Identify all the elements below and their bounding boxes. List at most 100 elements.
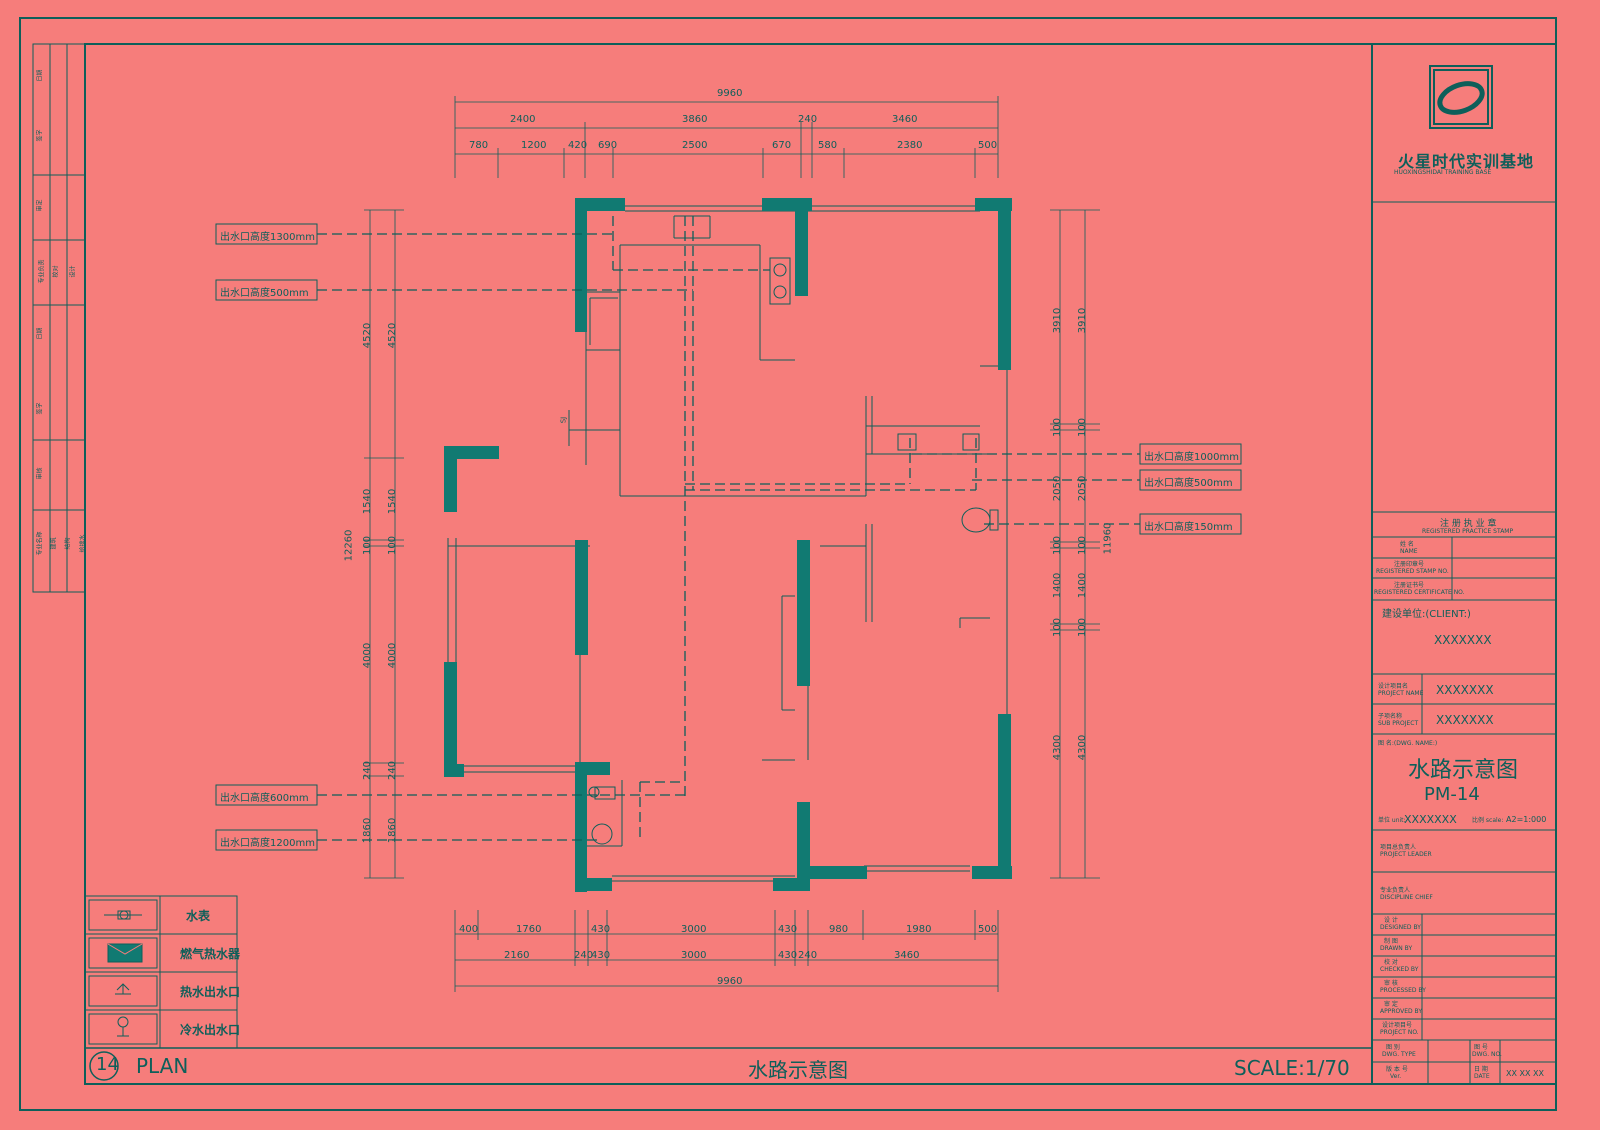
dim-top: 2380 [897, 140, 923, 151]
dim-left-total: 12260 [343, 529, 355, 562]
tb-row-en: PROJECT NO. [1380, 1029, 1419, 1036]
dim-bottom: 400 [459, 924, 479, 935]
strip-text: 设计 [69, 265, 77, 278]
strip-text: 审定 [36, 199, 44, 212]
unit-value: XXXXXXX [1404, 813, 1457, 826]
cold-water-outlet-icon [117, 1016, 129, 1037]
dim-bottom: 430 [778, 950, 798, 961]
dim-left: 4520 [362, 322, 374, 349]
outlet-label: 出水口高度600mm [220, 793, 309, 804]
hot-water-outlet-icon [115, 983, 131, 995]
type-label: 图 别 [1386, 1044, 1400, 1051]
unit-label: 单位 unit: [1378, 817, 1406, 824]
tb-row: 项目总负责人 [1380, 844, 1417, 851]
outlet-label: 出水口高度500mm [220, 288, 309, 299]
dim-left: 1860 [387, 817, 399, 844]
dim-bottom: 1760 [516, 924, 542, 935]
dim-top: 2500 [682, 140, 708, 151]
tb-row: 审 核 [1384, 980, 1398, 987]
strip-text: 签字 [36, 129, 44, 142]
dim-top: 1200 [521, 140, 547, 151]
dim-top: 3860 [682, 114, 708, 125]
dim-left: 240 [362, 760, 374, 781]
outlet-label: 出水口高度150mm [1144, 522, 1233, 533]
dim-top: 670 [772, 140, 792, 151]
dim-bottom-total: 9960 [717, 976, 743, 987]
sheet-number: 14 [96, 1054, 119, 1075]
tb-row: 审 定 [1384, 1001, 1398, 1008]
tb-row-en: APPROVED BY [1380, 1008, 1423, 1015]
strip-text: 专业负责 [38, 259, 46, 284]
project-value: XXXXXXX [1436, 683, 1494, 697]
stamp-title: 注 册 执 业 章 [1440, 519, 1497, 529]
outer-frame [19, 17, 1557, 1111]
dim-right: 100 [1052, 617, 1064, 638]
company-subtitle: HUOXINGSHIDAI TRAINING BASE [1394, 169, 1492, 176]
tb-row: 校 对 [1384, 959, 1398, 966]
dim-bottom: 1980 [906, 924, 932, 935]
strip-text: 签字 [36, 402, 44, 415]
dim-right: 100 [1052, 535, 1064, 556]
tb-row-en: DESIGNED BY [1380, 924, 1421, 931]
plan-label: PLAN [136, 1054, 189, 1078]
dim-bottom: 430 [591, 950, 611, 961]
date-label: 日 期 [1474, 1066, 1488, 1073]
water-meter-icon [104, 910, 142, 920]
drawing-title: 水路示意图 [748, 1058, 848, 1082]
dim-left: 1540 [362, 488, 374, 515]
strip-text: 校对 [52, 265, 60, 278]
dim-left: 4000 [362, 642, 374, 669]
dim-top: 3460 [892, 114, 918, 125]
tb-row-en: CHECKED BY [1380, 966, 1419, 973]
cert-label-en: REGISTERED CERTIFICATE NO. [1374, 589, 1465, 596]
legend-label: 水表 [186, 909, 211, 923]
tb-row: 专业负责人 [1380, 887, 1411, 894]
dwg-code: PM-14 [1424, 784, 1480, 805]
dim-top: 240 [798, 114, 818, 125]
dim-top: 2400 [510, 114, 536, 125]
legend-label: 燃气热水器 [180, 947, 241, 961]
dim-left: 1540 [387, 488, 399, 515]
walls [444, 198, 1012, 892]
outlet-label: 出水口高度1200mm [220, 838, 315, 849]
dim-right: 100 [1077, 417, 1089, 438]
tb-row: 设 计 [1384, 917, 1398, 924]
dim-left: 4520 [387, 322, 399, 349]
dim-right: 3910 [1052, 307, 1064, 334]
date-value: XX XX XX [1506, 1069, 1544, 1078]
ver-label-en: Ver. [1390, 1073, 1402, 1080]
cert-label: 注册证书号 [1394, 582, 1425, 589]
floor-plan [447, 205, 1008, 882]
tb-row-en: DRAWN BY [1380, 945, 1413, 952]
scale-label: SCALE:1/70 [1234, 1056, 1350, 1080]
sub-label-en: SUB PROJECT [1378, 720, 1419, 727]
dim-right: 2050 [1052, 475, 1064, 502]
num-label-en: DWG. NO. [1472, 1051, 1502, 1058]
dim-left: 240 [387, 760, 399, 781]
client-label: 建设单位:(CLIENT:) [1382, 609, 1471, 620]
outlet-label: 出水口高度1000mm [1144, 452, 1239, 463]
dim-left: 100 [362, 535, 374, 556]
meter-label: SJ [559, 416, 568, 424]
dim-left: 100 [387, 535, 399, 556]
dim-bottom: 3000 [681, 924, 707, 935]
scale-label: 比例 scale: [1472, 817, 1504, 824]
legend-label: 热水出水口 [180, 985, 241, 999]
dim-bottom: 240 [798, 950, 818, 961]
num-label: 图 号 [1474, 1044, 1488, 1051]
dim-left: 4000 [387, 642, 399, 669]
legend-label: 冷水出水口 [180, 1023, 241, 1037]
dim-top: 500 [978, 140, 998, 151]
swirl-logo-icon [1429, 65, 1493, 129]
gas-water-heater-icon [107, 943, 143, 963]
name-label: 姓 名 [1400, 541, 1414, 548]
dim-bottom: 2160 [504, 950, 530, 961]
tb-row-en: PROCESSED BY [1380, 987, 1426, 994]
sub-value: XXXXXXX [1436, 713, 1494, 727]
strip-text: 结构 [64, 537, 72, 550]
dim-bottom: 430 [591, 924, 611, 935]
dim-right: 1400 [1077, 572, 1089, 599]
tb-row: 制 图 [1384, 938, 1398, 945]
dim-top: 690 [598, 140, 618, 151]
